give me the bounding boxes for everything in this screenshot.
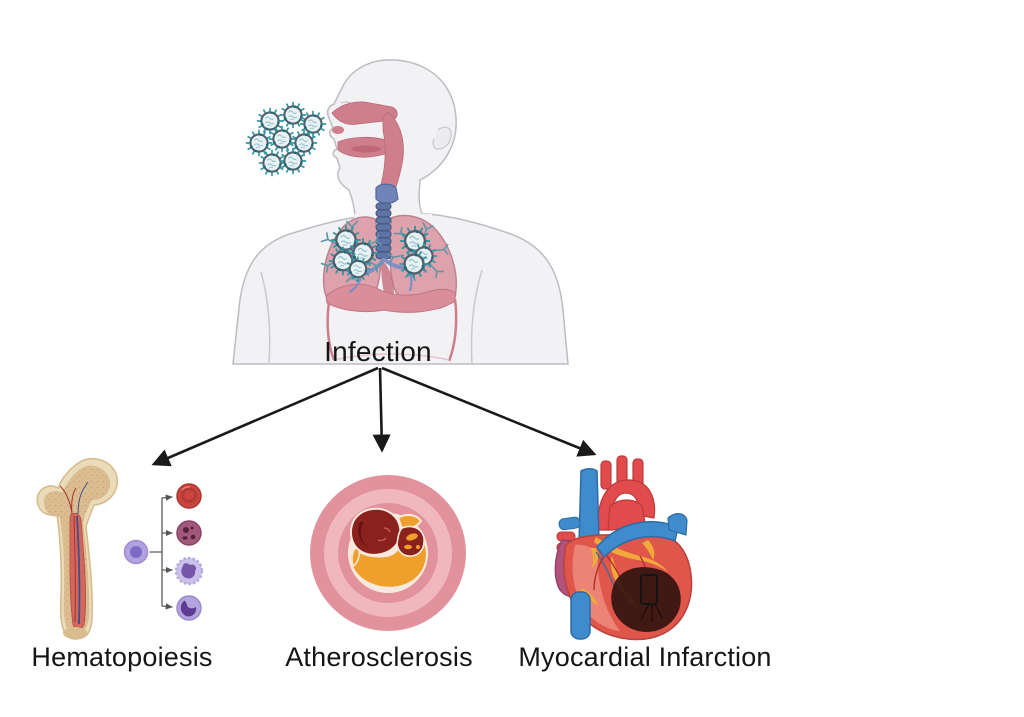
diaphragm-icon: [325, 283, 458, 362]
arrow-to-myocardial-infarction: [381, 366, 597, 457]
human-respiratory-figure-icon: [232, 59, 569, 365]
megakaryocyte-icon: [176, 520, 202, 546]
airway-icon: [331, 101, 404, 193]
arrow-to-atherosclerosis: [372, 367, 391, 453]
atherosclerosis-label: Atherosclerosis: [285, 642, 473, 672]
infarcted-heart-icon: [554, 455, 693, 641]
hematopoiesis-label: Hematopoiesis: [31, 642, 213, 672]
artery-cross-section-plaque-icon: [310, 475, 466, 631]
stem-cell-differentiation-icon: [123, 483, 204, 621]
monocyte-icon: [176, 595, 202, 621]
arrow-to-hematopoiesis: [151, 366, 379, 467]
infection-label: Infection: [324, 336, 432, 367]
artery-blockage-marker: [640, 574, 658, 605]
stem-cell-icon: [123, 539, 149, 565]
ear-icon: [432, 126, 452, 150]
infarct-zone: [611, 567, 681, 632]
branch-arrows: [151, 366, 597, 467]
femur-bone-marrow-icon: [36, 457, 118, 640]
neutrophil-icon: [174, 556, 204, 586]
trachea-icon: [375, 183, 399, 260]
myocardial-infarction-label: Myocardial Infarction: [518, 642, 772, 672]
coronavirus-cluster-icon: [245, 101, 327, 177]
red-blood-cell-icon: [176, 483, 202, 509]
